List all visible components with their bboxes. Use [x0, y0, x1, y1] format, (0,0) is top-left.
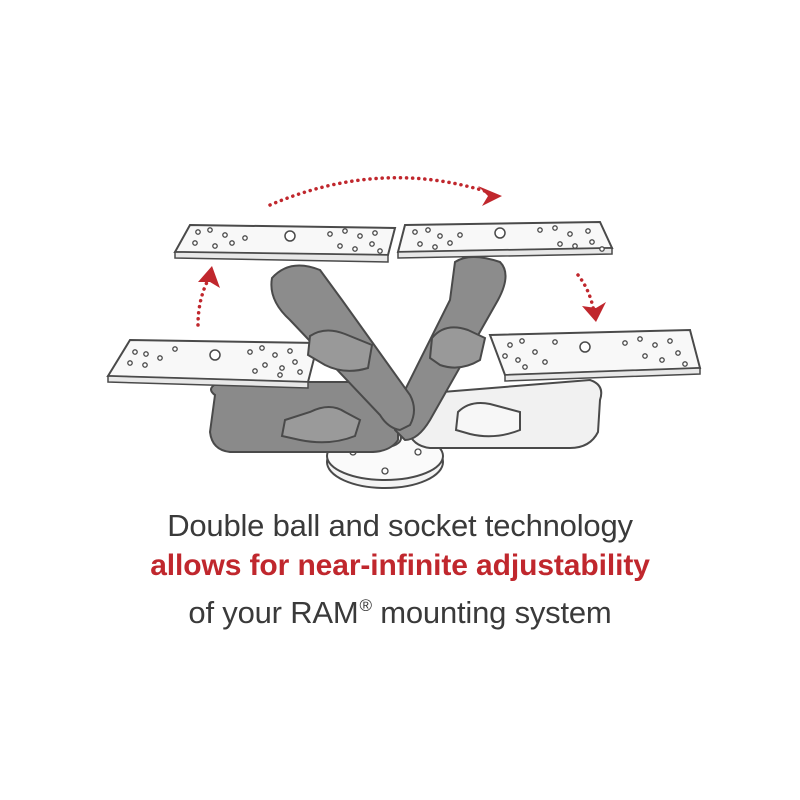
top-left-plate	[173, 223, 397, 263]
down-arrow-path	[576, 273, 596, 314]
caption-line-1: Double ball and socket technology	[167, 508, 633, 543]
arc-arrow-path	[268, 176, 490, 207]
left-lower-plate	[106, 338, 320, 389]
caption-line-3-post: mounting system	[371, 595, 612, 630]
mount-illustration	[106, 176, 702, 489]
caption-line-2-highlight: allows for near-infinite adjustability	[150, 549, 650, 582]
arc-arrowhead-icon	[478, 186, 502, 206]
right-lower-plate	[488, 328, 702, 382]
down-arrowhead-icon	[582, 302, 606, 322]
caption-line-3-pre: of your RAM	[188, 595, 359, 630]
up-arrow-path	[196, 278, 210, 327]
up-arrowhead-icon	[198, 266, 220, 288]
caption: Double ball and socket technology allows…	[0, 506, 800, 633]
right-light-socket-arm	[403, 378, 603, 449]
caption-line-3: of your RAM® mounting system	[0, 586, 800, 633]
dark-angled-arm	[270, 264, 415, 432]
top-right-plate	[396, 220, 614, 259]
registered-mark: ®	[359, 596, 373, 615]
